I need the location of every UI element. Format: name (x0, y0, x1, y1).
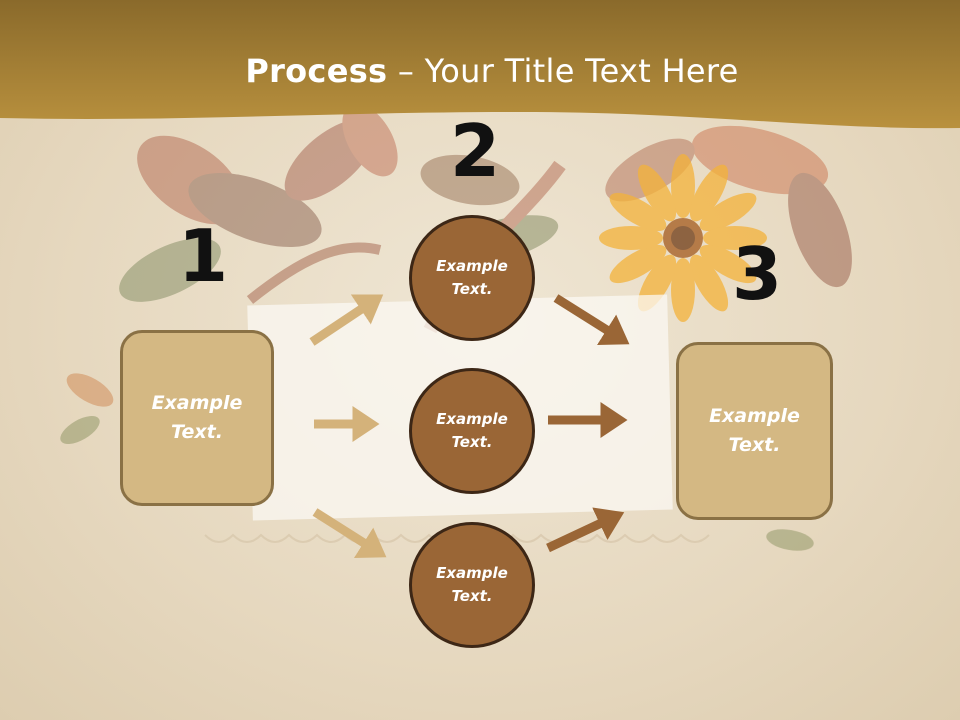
arrow-up-right-light (309, 294, 384, 346)
circle-top-text: Example Text. (436, 257, 508, 298)
circle-bottom-text: Example Text. (436, 564, 508, 605)
step-number-3: 3 (732, 232, 783, 316)
title-bold: Process (245, 52, 388, 90)
end-box: Example Text. (676, 342, 833, 520)
circle-bottom: Example Text. (409, 522, 535, 648)
circle-middle: Example Text. (409, 368, 535, 494)
end-box-text: Example Text. (709, 405, 800, 456)
arrow-down-right-dark (553, 294, 630, 346)
arrow-down-right-light (312, 508, 387, 558)
title-rest: – Your Title Text Here (387, 52, 739, 90)
circle-top: Example Text. (409, 215, 535, 341)
title-band (0, 0, 960, 129)
circle-middle-text: Example Text. (436, 410, 508, 451)
step-number-2: 2 (450, 109, 501, 193)
step-number-1: 1 (178, 214, 229, 298)
start-box-text: Example Text. (151, 392, 243, 443)
slide-title: Process – Your Title Text Here (0, 52, 960, 90)
start-box: Example Text. (120, 330, 274, 506)
arrow-up-right-dark (546, 507, 625, 553)
